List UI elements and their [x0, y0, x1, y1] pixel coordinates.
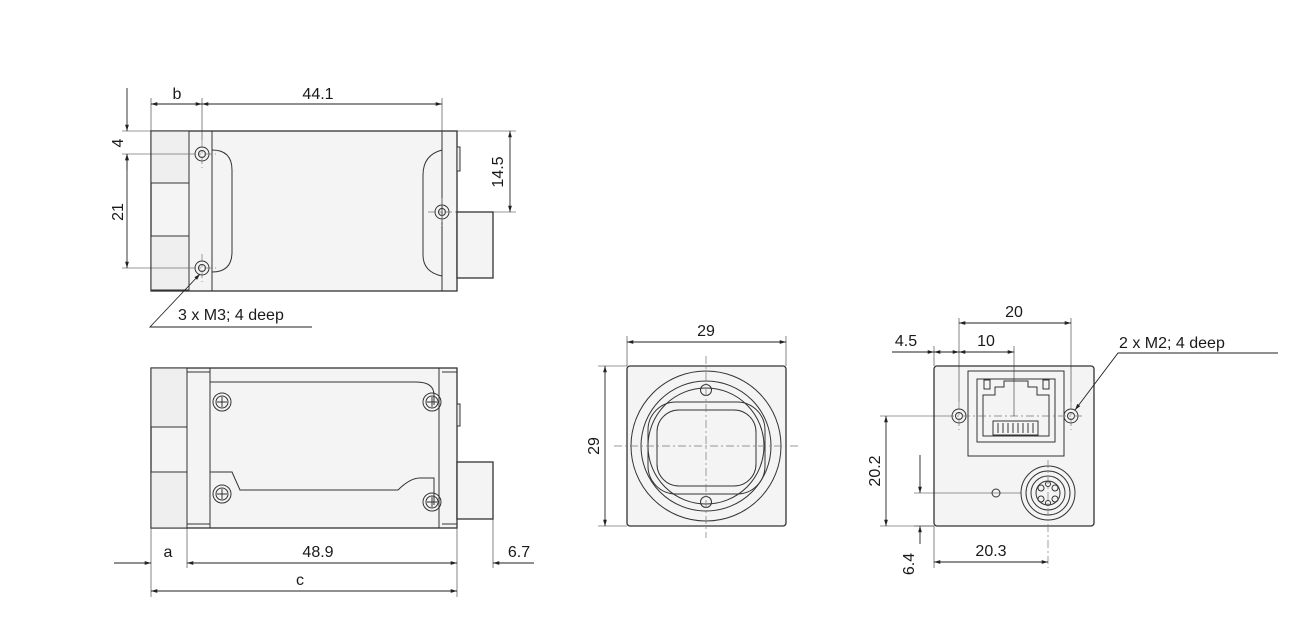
screw-top-right [422, 392, 442, 412]
dim-width-label: 29 [697, 323, 715, 340]
front-view: 29 29 [586, 323, 800, 538]
dim-hole-spacing-label: 21 [110, 203, 127, 221]
dim-length-label: 44.1 [302, 86, 333, 103]
dim-connector-height-label: 6.4 [901, 553, 918, 575]
dim-hole-spacing-label: 20 [1005, 304, 1023, 321]
dim-connector-label: 6.7 [508, 544, 530, 561]
dim-offset-left-label: 4.5 [895, 333, 917, 350]
top-view: b 44.1 4 21 14.5 3 x M3; 4 deep [110, 86, 516, 328]
dim-side-hole-label: 14.5 [490, 156, 507, 187]
dim-c-label: c [296, 572, 304, 589]
side-view: a 48.9 6.7 c [114, 367, 534, 597]
dim-port-offset-label: 10 [977, 333, 995, 350]
screw-bottom-right [422, 492, 442, 512]
dim-a-label: a [164, 544, 173, 561]
top-holes-note: 3 x M3; 4 deep [178, 307, 284, 324]
screw-bottom-left [212, 484, 232, 504]
dim-body-label: 48.9 [302, 544, 333, 561]
dim-b-label: b [173, 86, 182, 103]
dim-hole-top-label: 4 [110, 138, 127, 147]
dim-hole-height-label: 20.2 [867, 455, 884, 486]
dim-height-label: 29 [586, 437, 603, 455]
back-view: 20 4.5 10 2 x M2; 4 deep 20.2 6.4 20.3 [867, 304, 1278, 575]
screw-top-left [212, 392, 232, 412]
back-holes-note: 2 x M2; 4 deep [1119, 335, 1225, 352]
dim-connector-offset-label: 20.3 [975, 543, 1006, 560]
